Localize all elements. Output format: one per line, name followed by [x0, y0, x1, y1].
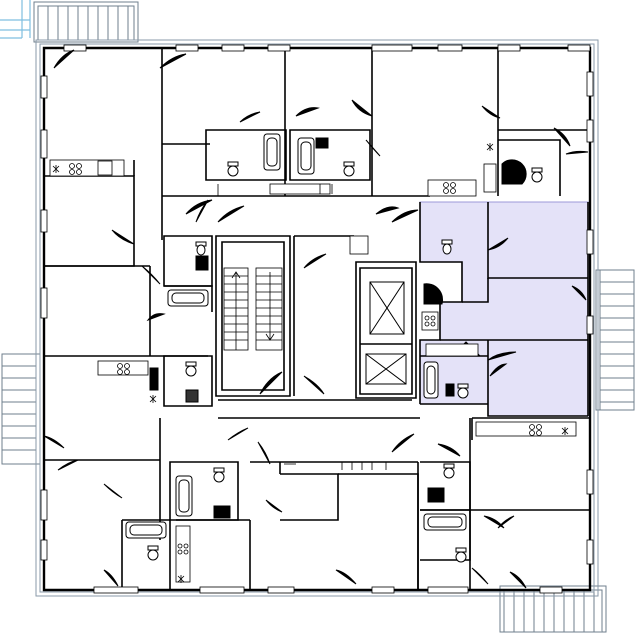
bathtubs — [125, 133, 467, 539]
outer-frame — [35, 39, 599, 597]
balcony-bottom-right — [499, 585, 607, 633]
balcony-right — [595, 269, 635, 411]
balcony-top-left — [33, 1, 139, 43]
door-swings — [43, 49, 589, 589]
highlighted-apartment[interactable] — [419, 201, 589, 417]
balcony-left — [1, 353, 41, 465]
kitchens — [49, 159, 577, 583]
corner-accent — [0, 0, 31, 39]
toilets — [147, 161, 543, 563]
elevators — [365, 281, 407, 385]
windows — [40, 44, 594, 594]
appliance-symbols — [52, 143, 569, 583]
staircase — [223, 267, 283, 351]
radiators — [217, 184, 387, 470]
